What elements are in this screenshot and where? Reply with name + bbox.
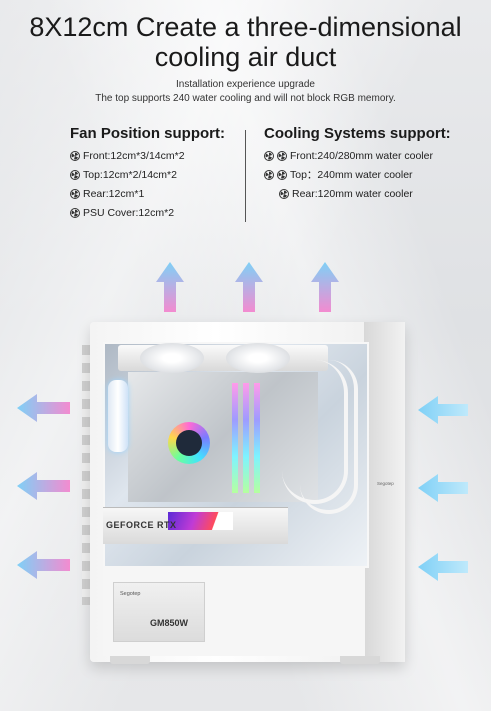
list-item: Top:12cm*2/14cm*2 <box>70 165 185 184</box>
fan-icon <box>277 169 287 180</box>
ram-stick <box>243 383 249 493</box>
rear-io-panel <box>82 345 90 605</box>
column-divider <box>245 130 246 222</box>
coolant-tube <box>300 360 358 514</box>
ram-stick <box>232 383 238 493</box>
fan-icon <box>70 169 80 180</box>
fan-position-heading: Fan Position support: <box>70 125 225 142</box>
list-item: Front:240/280mm water cooler <box>264 146 433 165</box>
title-line-1: 8X12cm Create a three-dimensional <box>29 12 462 42</box>
fan-position-list: Front:12cm*3/14cm*2 Top:12cm*2/14cm*2 Re… <box>70 146 185 222</box>
subtitle-line-2: The top supports 240 water cooling and w… <box>95 93 396 104</box>
case-foot <box>340 656 380 664</box>
gpu-label: GEFORCE RTX <box>106 520 177 530</box>
list-item: Top：240mm water cooler <box>264 165 433 184</box>
page-title: 8X12cm Create a three-dimensional coolin… <box>0 12 491 72</box>
list-item: Front:12cm*3/14cm*2 <box>70 146 185 165</box>
list-item: PSU Cover:12cm*2 <box>70 203 185 222</box>
list-item-label: Top:12cm*2/14cm*2 <box>83 168 177 181</box>
list-item-label: Front:240/280mm water cooler <box>290 149 433 162</box>
gpu-accent-stripe <box>168 512 233 530</box>
list-item-label: Front:12cm*3/14cm*2 <box>83 149 185 162</box>
title-line-2: cooling air duct <box>154 42 337 72</box>
rear-fan <box>108 380 128 452</box>
psu-brand: Segotep <box>120 591 141 597</box>
fan-icon <box>70 188 80 199</box>
top-fan <box>226 343 290 373</box>
list-item-label: Rear:120mm water cooler <box>292 187 413 200</box>
case-brand-label: Segotep <box>377 481 394 486</box>
top-fan <box>140 343 204 373</box>
fan-icon <box>277 150 287 161</box>
list-item-label: Top：240mm water cooler <box>290 169 413 181</box>
case-front-panel <box>364 322 405 662</box>
ram-stick <box>254 383 260 493</box>
fan-icon <box>279 188 289 199</box>
cooling-systems-heading: Cooling Systems support: <box>264 125 451 142</box>
power-supply <box>113 582 205 642</box>
cooling-systems-list: Front:240/280mm water cooler Top：240mm w… <box>264 146 433 203</box>
fan-icon <box>264 150 274 161</box>
list-item-label: Rear:12cm*1 <box>83 187 145 200</box>
list-item: Rear:12cm*1 <box>70 184 185 203</box>
case-foot <box>110 656 150 664</box>
cpu-pump-head <box>176 430 202 456</box>
fan-icon <box>264 169 274 180</box>
list-item: Rear:120mm water cooler <box>264 184 433 203</box>
fan-icon <box>70 150 80 161</box>
subtitle-line-1: Installation experience upgrade <box>176 79 315 90</box>
psu-model: GM850W <box>150 618 189 628</box>
fan-icon <box>70 207 80 218</box>
list-item-label: PSU Cover:12cm*2 <box>83 206 175 219</box>
